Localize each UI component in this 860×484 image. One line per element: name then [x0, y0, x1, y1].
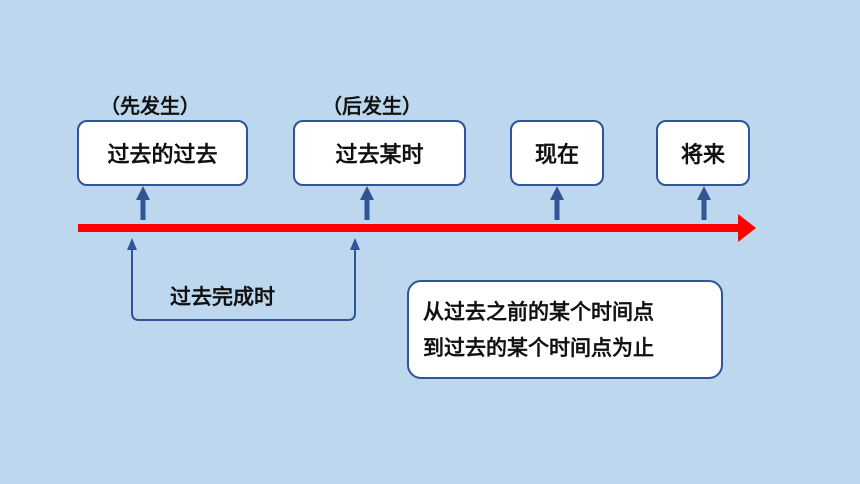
event-box-past-of-past: 过去的过去 — [77, 120, 248, 186]
span-bracket — [131, 246, 356, 321]
event-box-future: 将来 — [656, 120, 750, 186]
event-1-label: 过去的过去 — [107, 143, 218, 168]
description-box: 从过去之前的某个时间点 到过去的某个时间点为止 — [407, 280, 723, 379]
pointer-arrow-4 — [697, 186, 711, 220]
description-line-1: 从过去之前的某个时间点 — [423, 300, 654, 324]
description-line-2: 到过去的某个时间点为止 — [423, 336, 654, 360]
pointer-arrow-3 — [550, 186, 564, 220]
span-bracket-arrowhead-left — [127, 238, 137, 250]
event-box-past-moment: 过去某时 — [293, 120, 466, 186]
event-2-label: 过去某时 — [335, 143, 424, 168]
event-1-note: （先发生） — [100, 94, 200, 118]
pointer-arrow-2 — [360, 186, 374, 220]
event-3-label: 现在 — [534, 143, 579, 168]
timeline-arrowhead — [738, 214, 756, 242]
span-bracket-arrowhead-right — [350, 238, 360, 250]
event-4-label: 将来 — [680, 143, 725, 168]
event-box-present: 现在 — [510, 120, 604, 186]
span-label: 过去完成时 — [170, 285, 275, 309]
event-2-note: （后发生） — [322, 94, 422, 118]
pointer-arrow-1 — [136, 186, 150, 220]
